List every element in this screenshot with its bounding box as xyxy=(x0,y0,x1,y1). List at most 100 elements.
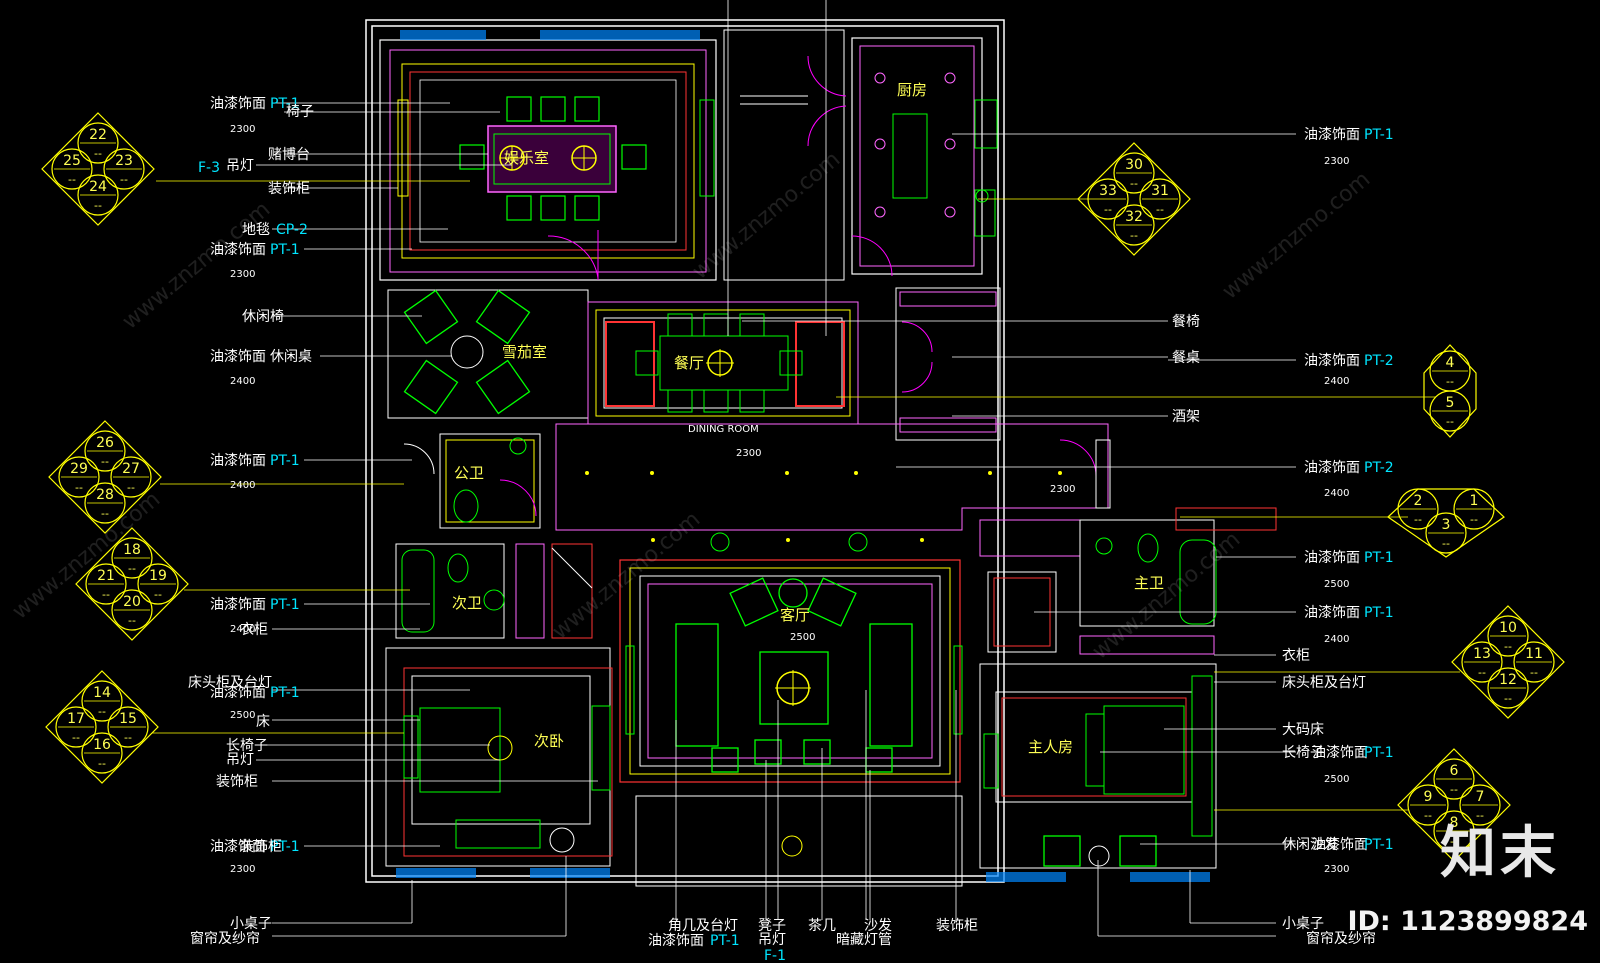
label-lounge-chair: 休闲椅 xyxy=(242,309,284,325)
index-subtext: -- xyxy=(1156,203,1164,216)
corridor xyxy=(723,29,847,281)
height-2500: 2500 xyxy=(230,710,255,721)
index-diamond xyxy=(1423,344,1477,438)
ref-f3: F-3 xyxy=(198,160,220,176)
index-number: 11 xyxy=(1525,646,1543,662)
height-2300: 2300 xyxy=(736,448,761,459)
document-id: ID: 1123899824 xyxy=(1347,906,1588,937)
index-diamond xyxy=(75,527,189,641)
index-subtext: -- xyxy=(1504,640,1512,653)
index-number: 29 xyxy=(70,461,88,477)
ref-pt1: PT-1 xyxy=(1364,550,1394,566)
index-number: 12 xyxy=(1499,672,1517,688)
label-cabinet: 装饰柜 xyxy=(216,774,258,790)
index-number: 8 xyxy=(1450,815,1459,831)
index-subtext: -- xyxy=(1130,229,1138,242)
index-number: 6 xyxy=(1450,763,1459,779)
index-subtext: -- xyxy=(127,481,135,494)
label-paint-finish: 油漆饰面 xyxy=(210,242,266,258)
watermark-text: www.znzmo.com xyxy=(8,487,165,625)
index-number: 27 xyxy=(122,461,140,477)
height-2400: 2400 xyxy=(230,624,255,635)
index-circle xyxy=(1461,641,1503,683)
index-subtext: -- xyxy=(94,147,102,160)
building-outline xyxy=(365,19,1005,883)
index-circle xyxy=(1429,390,1471,432)
height-2300: 2300 xyxy=(230,269,255,280)
index-subtext: -- xyxy=(1446,375,1454,388)
dining-room xyxy=(587,301,859,425)
index-diamond xyxy=(1077,142,1191,256)
index-circle xyxy=(85,563,127,605)
height-2300: 2300 xyxy=(1050,484,1075,495)
label-paint-finish: 油漆饰面 xyxy=(210,597,266,613)
index-number: 9 xyxy=(1424,789,1433,805)
label-paint-finish: 油漆饰面 xyxy=(1304,353,1360,369)
label-paint-finish: 油漆饰面 xyxy=(210,453,266,469)
label-chandelier: 吊灯 xyxy=(226,752,254,768)
index-circle xyxy=(110,456,152,498)
ref-pt2: PT-2 xyxy=(1364,460,1394,476)
index-circle xyxy=(137,563,179,605)
label-corner-table-lamp: 角几及台灯 xyxy=(668,918,738,934)
index-subtext: -- xyxy=(68,173,76,186)
entertainment-room xyxy=(379,30,717,281)
index-symbols: 22--23--24--25--26--27--28--29--18--19--… xyxy=(41,112,1565,862)
index-subtext: -- xyxy=(1414,513,1422,526)
watermark-text: www.znzmo.com xyxy=(688,147,845,285)
index-number: 15 xyxy=(119,711,137,727)
index-subtext: -- xyxy=(154,588,162,601)
label-paint-finish: 油漆饰面 xyxy=(1304,127,1360,143)
index-lines xyxy=(152,180,1460,811)
index-symbol: 30--31--32--33-- xyxy=(1077,142,1191,256)
room-name-entertainment: 娱乐室 xyxy=(504,149,549,167)
label-cabinet: 装饰柜 xyxy=(936,918,978,934)
label-cabinet: 装饰柜 xyxy=(240,839,282,855)
index-subtext: -- xyxy=(1450,835,1458,848)
public-bath xyxy=(403,433,541,529)
index-number: 19 xyxy=(149,568,167,584)
index-symbol: 10--11--12--13-- xyxy=(1451,605,1565,719)
index-circle xyxy=(111,537,153,579)
ref-pt1: PT-1 xyxy=(1364,745,1394,761)
second-bath xyxy=(395,543,593,639)
height-2500: 2500 xyxy=(1324,579,1349,590)
master-bedroom xyxy=(979,663,1217,882)
ref-pt1: PT-1 xyxy=(270,597,300,613)
index-diamond xyxy=(45,670,159,784)
index-subtext: -- xyxy=(1504,692,1512,705)
label-gaming-table: 赌博台 xyxy=(268,146,310,163)
index-circle xyxy=(103,148,145,190)
index-subtext: -- xyxy=(94,199,102,212)
label-hidden-lights: 暗藏灯管 xyxy=(836,932,892,948)
room-name-master-bath: 主卫 xyxy=(1134,574,1164,592)
label-lounge-sofa: 休闲沙发 xyxy=(1282,837,1338,853)
index-number: 2 xyxy=(1414,493,1423,509)
height-2400: 2400 xyxy=(1324,634,1349,645)
label-curtains: 窗帘及纱帘 xyxy=(1306,930,1376,947)
index-number: 28 xyxy=(96,487,114,503)
index-number: 17 xyxy=(67,711,85,727)
label-lounge-table: 休闲桌 xyxy=(270,349,312,365)
living-room xyxy=(619,559,963,887)
index-circle xyxy=(1113,152,1155,194)
label-coffee-table: 茶几 xyxy=(808,918,836,934)
ref-pt1: PT-1 xyxy=(1364,127,1394,143)
label-paint-finish: 油漆饰面 xyxy=(1304,605,1360,621)
index-subtext: -- xyxy=(1446,415,1454,428)
index-number: 33 xyxy=(1099,183,1117,199)
index-subtext: -- xyxy=(98,757,106,770)
index-circle xyxy=(81,732,123,774)
index-diamond xyxy=(1397,748,1511,862)
label-wardrobe: 衣柜 xyxy=(1282,648,1310,664)
height-2300: 2300 xyxy=(230,124,255,135)
index-symbol: 1--2--3-- xyxy=(1387,488,1505,558)
label-bed: 床 xyxy=(256,714,270,730)
index-symbol: 22--23--24--25-- xyxy=(41,112,155,226)
index-number: 5 xyxy=(1446,395,1455,411)
room-name-dining: 餐厅 xyxy=(674,354,704,372)
ref-pt1: PT-1 xyxy=(1364,837,1394,853)
watermark-text: www.znzmo.com xyxy=(1218,167,1375,305)
label-sofa: 沙发 xyxy=(864,918,892,934)
room-name-second-bath: 次卫 xyxy=(452,594,482,612)
